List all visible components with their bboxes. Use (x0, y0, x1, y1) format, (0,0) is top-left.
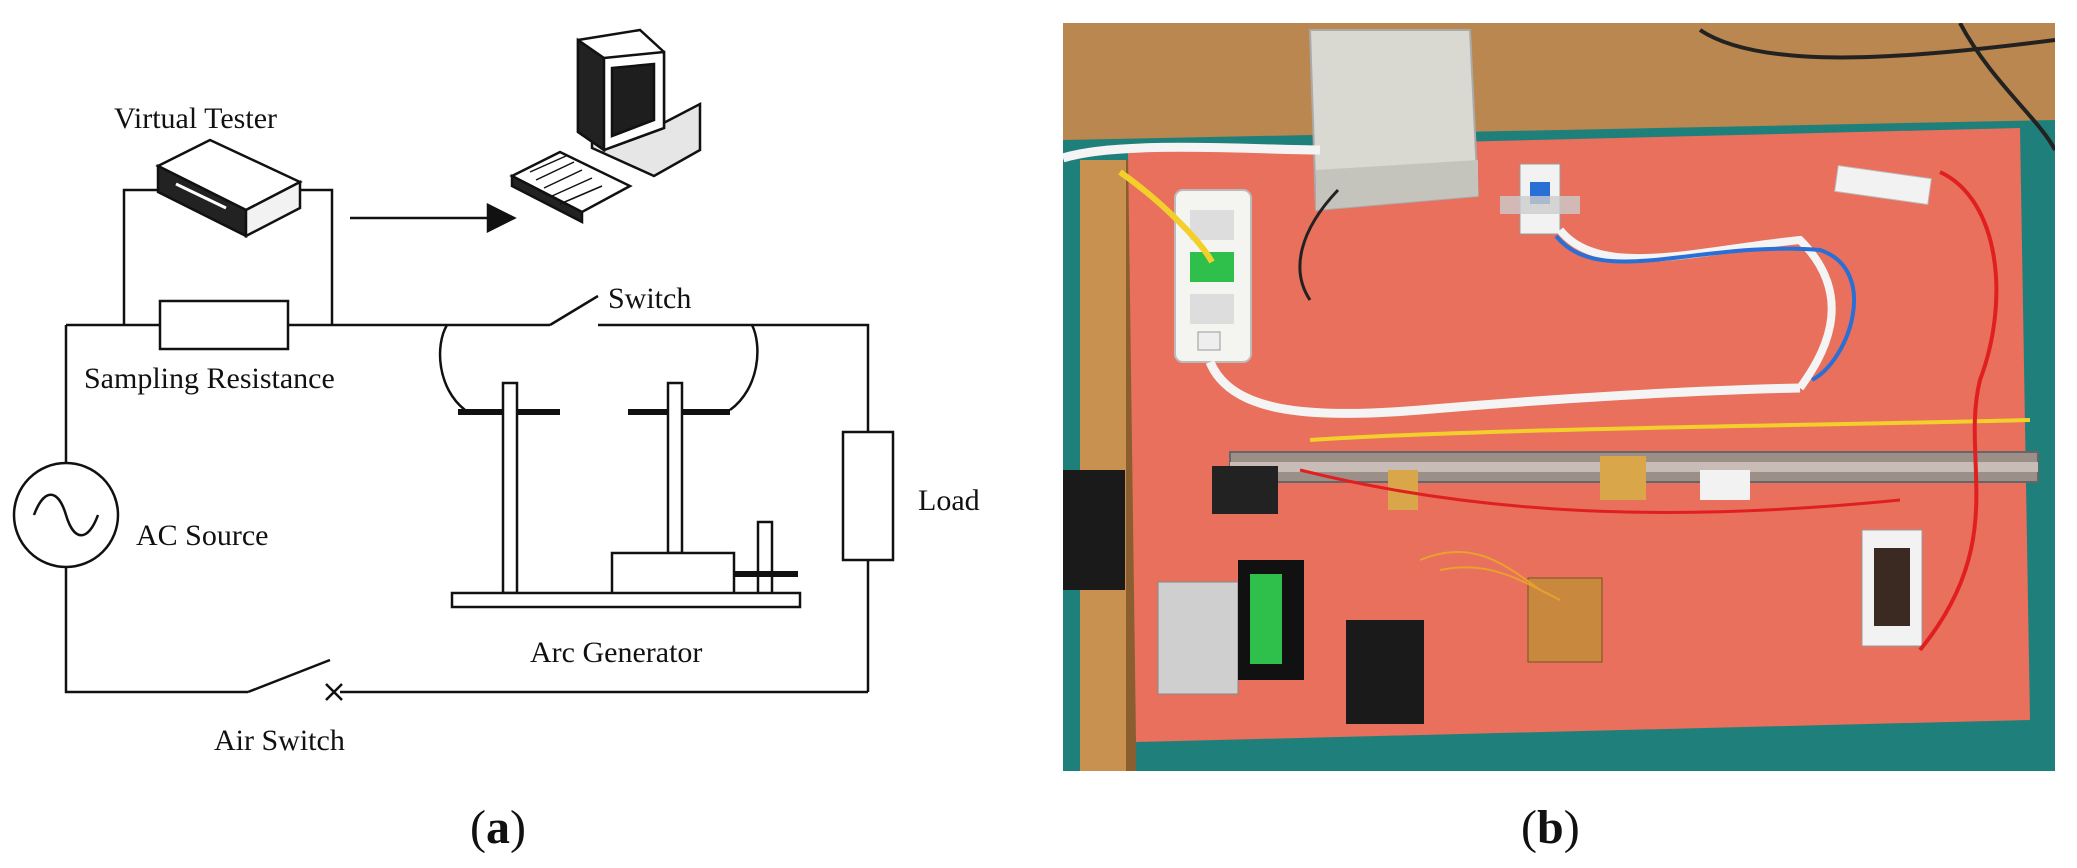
sampling-resistor (158, 299, 290, 351)
arc-lead-right (729, 324, 759, 412)
power-supply-mesh (1157, 581, 1239, 695)
wire-tester-branch (122, 188, 334, 325)
label-sampling-resistance: Sampling Resistance (84, 362, 335, 395)
label-switch: Switch (608, 282, 691, 315)
wire-white-right (1556, 227, 1836, 391)
wire-yellow (1118, 169, 1215, 264)
panel-a-circuit-diagram (12, 188, 895, 701)
label-air-switch: Air Switch (214, 724, 345, 757)
arc-post-left (501, 381, 519, 595)
wire-red-rail (1299, 468, 1901, 514)
wire-multicolor (1419, 551, 1561, 601)
wire-black-cables (1698, 23, 2055, 151)
virtual-tester-icon (155, 138, 303, 239)
carriage-block (1600, 456, 1646, 500)
wire-white-main (1205, 360, 1801, 418)
left-black-device (1063, 470, 1125, 590)
wire-top-right (598, 323, 870, 432)
wire-blue (1554, 234, 1857, 382)
wire-white-top (1063, 142, 1321, 163)
arc-post-right (666, 381, 684, 555)
black-box (1346, 620, 1424, 724)
arc-small-post (756, 520, 774, 596)
caption-a: (a) (470, 801, 526, 854)
wire-yellow-rail (1309, 418, 2031, 442)
panel-b-photo (1063, 23, 2055, 771)
load-resistor (841, 430, 895, 562)
air-switch-cross-icon (325, 683, 343, 701)
arc-generator-base (450, 591, 802, 609)
caption-b: (b) (1521, 801, 1580, 854)
switch-blade (549, 294, 599, 327)
stepper-motor (1212, 466, 1278, 514)
terminal-top-right (1834, 165, 1932, 205)
label-load: Load (918, 484, 980, 517)
computer-icon (509, 28, 702, 225)
orange-board (1128, 128, 2030, 742)
arc-lead-left (438, 324, 466, 411)
wire-red-right (1918, 170, 1999, 652)
wire-black-drop (1298, 188, 1340, 301)
data-arrow-head (486, 202, 517, 234)
label-arc-generator: Arc Generator (530, 636, 702, 669)
ac-source-sine-icon (32, 493, 100, 537)
arc-motor-block (610, 551, 736, 597)
wooden-strip (1080, 160, 1132, 771)
label-virtual-tester: Virtual Tester (114, 102, 277, 135)
pcb-board (1527, 577, 1603, 663)
label-ac-source: AC Source (136, 519, 268, 552)
wooden-strip-shadow (1126, 160, 1136, 771)
air-switch-blade (247, 658, 331, 694)
wire-bottom-left (64, 562, 248, 694)
